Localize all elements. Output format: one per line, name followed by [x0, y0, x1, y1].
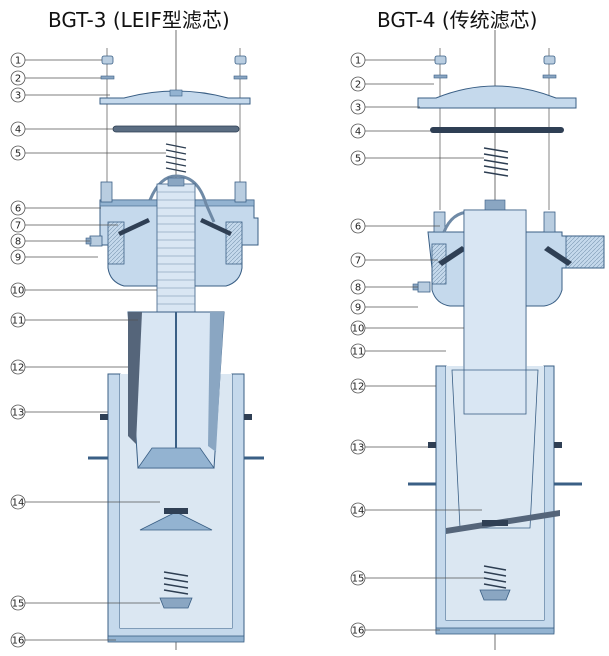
bgt3-drain-plug [89, 235, 103, 247]
bgt4-callout-7: 7 [355, 256, 361, 267]
bgt3-washer-left [100, 75, 115, 80]
bgt3-hinge-plate-left [118, 218, 150, 236]
bgt3-nut-right [234, 55, 247, 65]
bgt4-hinge-plate-left [438, 246, 466, 266]
bgt3-callout-circle-6 [10, 200, 26, 216]
bgt3-callout-15: 15 [12, 599, 25, 610]
bgt4-nut-right [543, 55, 556, 65]
bgt4-callout-3: 3 [355, 103, 361, 114]
bgt3-callout-circle-15 [10, 595, 26, 611]
bgt4-callout-circle-13 [350, 439, 366, 455]
bgt4-callout-circle-16 [350, 622, 366, 638]
bgt4-callout-13: 13 [352, 443, 365, 454]
bgt3-callout-11: 11 [12, 316, 25, 327]
bgt3-callout-circle-1 [10, 52, 26, 68]
bgt4-outlet-nozzle [565, 235, 605, 269]
bgt4-washer-right [542, 74, 557, 79]
bgt3-callout-circle-10 [10, 282, 26, 298]
bgt4-callout-14: 14 [352, 506, 365, 517]
bgt3-top-spring [165, 143, 187, 173]
bgt4-callout-circle-7 [350, 252, 366, 268]
bgt4-gasket [430, 127, 564, 133]
bgt3-callout-circle-14 [10, 494, 26, 510]
bgt4-bottom-plate [435, 627, 555, 635]
bgt3-drawing [85, 30, 264, 650]
bgt3-callout-6: 6 [15, 204, 21, 215]
bgt3-callout-8: 8 [15, 237, 21, 248]
bgt4-callout-6: 6 [355, 222, 361, 233]
bgt3-bottom-spring [163, 571, 189, 595]
bgt3-callout-12: 12 [12, 363, 25, 374]
bgt4-callout-circle-2 [350, 76, 366, 92]
bgt4-washer-left [433, 74, 448, 79]
bgt4-callout-9: 9 [355, 303, 361, 314]
bgt3-callout-2: 2 [15, 74, 21, 85]
bgt4-callout-circle-10 [350, 320, 366, 336]
bgt4-callout-circle-9 [350, 299, 366, 315]
bgt4-callout-16: 16 [352, 626, 365, 637]
bgt4-callout-circle-1 [350, 52, 366, 68]
bgt4-filter-basket [451, 369, 539, 529]
bgt4-callout-circle-14 [350, 502, 366, 518]
bgt4-callout-2: 2 [355, 80, 361, 91]
bgt3-callout-circle-13 [10, 404, 26, 420]
bgt3-callout-5: 5 [15, 149, 21, 160]
bgt4-drawing [408, 30, 605, 650]
bgt3-washer-right [233, 75, 248, 80]
bgt3-callout-circle-8 [10, 233, 26, 249]
bgt3-callout-circle-11 [10, 312, 26, 328]
bgt3-callout-circle-4 [10, 121, 26, 137]
bgt3-callout-circle-9 [10, 249, 26, 265]
bgt4-top-spring [483, 147, 509, 177]
bgt4-callout-circle-8 [350, 279, 366, 295]
bgt3-callout-circle-2 [10, 70, 26, 86]
bgt4-callout-circle-3 [350, 99, 366, 115]
bgt4-callout-8: 8 [355, 283, 361, 294]
bgt3-callout-9: 9 [15, 253, 21, 264]
bgt3-nut-left [101, 55, 114, 65]
bgt3-hinge-plate-right [200, 218, 232, 236]
bgt3-callout-14: 14 [12, 498, 25, 509]
bgt4-callout-circle-11 [350, 343, 366, 359]
bgt3-callout-13: 13 [12, 408, 25, 419]
right-diagram-title: BGT-4 (传统滤芯) [377, 8, 538, 32]
bgt3-leif-element [156, 183, 196, 315]
left-diagram-title: BGT-3 (LEIF型滤芯) [48, 8, 230, 32]
bgt3-callout-circle-7 [10, 217, 26, 233]
bgt4-callout-circle-5 [350, 150, 366, 166]
bgt3-callout-16: 16 [12, 636, 25, 647]
bgt3-callout-3: 3 [15, 91, 21, 102]
bgt3-callout-10: 10 [12, 286, 25, 297]
bgt4-cover [417, 85, 577, 109]
bgt3-basket-support [139, 511, 213, 531]
bgt4-callout-5: 5 [355, 154, 361, 165]
bgt4-callout-circle-15 [350, 570, 366, 586]
bgt4-callout-circle-4 [350, 123, 366, 139]
bgt4-callout-10: 10 [352, 324, 365, 335]
bgt4-callout-12: 12 [352, 382, 365, 393]
bgt3-callout-4: 4 [15, 125, 21, 136]
bgt3-callout-7: 7 [15, 221, 21, 232]
bgt4-bottom-spring [483, 565, 507, 589]
bgt3-gasket [112, 125, 240, 133]
bgt3-callout-1: 1 [15, 56, 21, 67]
bgt3-bottom-plate [107, 635, 245, 643]
bgt3-callout-circle-5 [10, 145, 26, 161]
bgt4-callout-11: 11 [352, 347, 365, 358]
bgt4-callout-4: 4 [355, 127, 361, 138]
bgt3-callout-circle-12 [10, 359, 26, 375]
bgt4-drain-plug [417, 281, 431, 293]
bgt4-callout-circle-6 [350, 218, 366, 234]
bgt4-hinge-plate-right [544, 246, 572, 266]
bgt4-callout-1: 1 [355, 56, 361, 67]
bgt4-callout-circle-12 [350, 378, 366, 394]
bgt3-callout-circle-3 [10, 87, 26, 103]
bgt3-filter-cloth [128, 312, 142, 444]
bgt3-callout-circle-16 [10, 632, 26, 648]
bgt4-nut-left [434, 55, 447, 65]
bgt4-callout-15: 15 [352, 574, 365, 585]
